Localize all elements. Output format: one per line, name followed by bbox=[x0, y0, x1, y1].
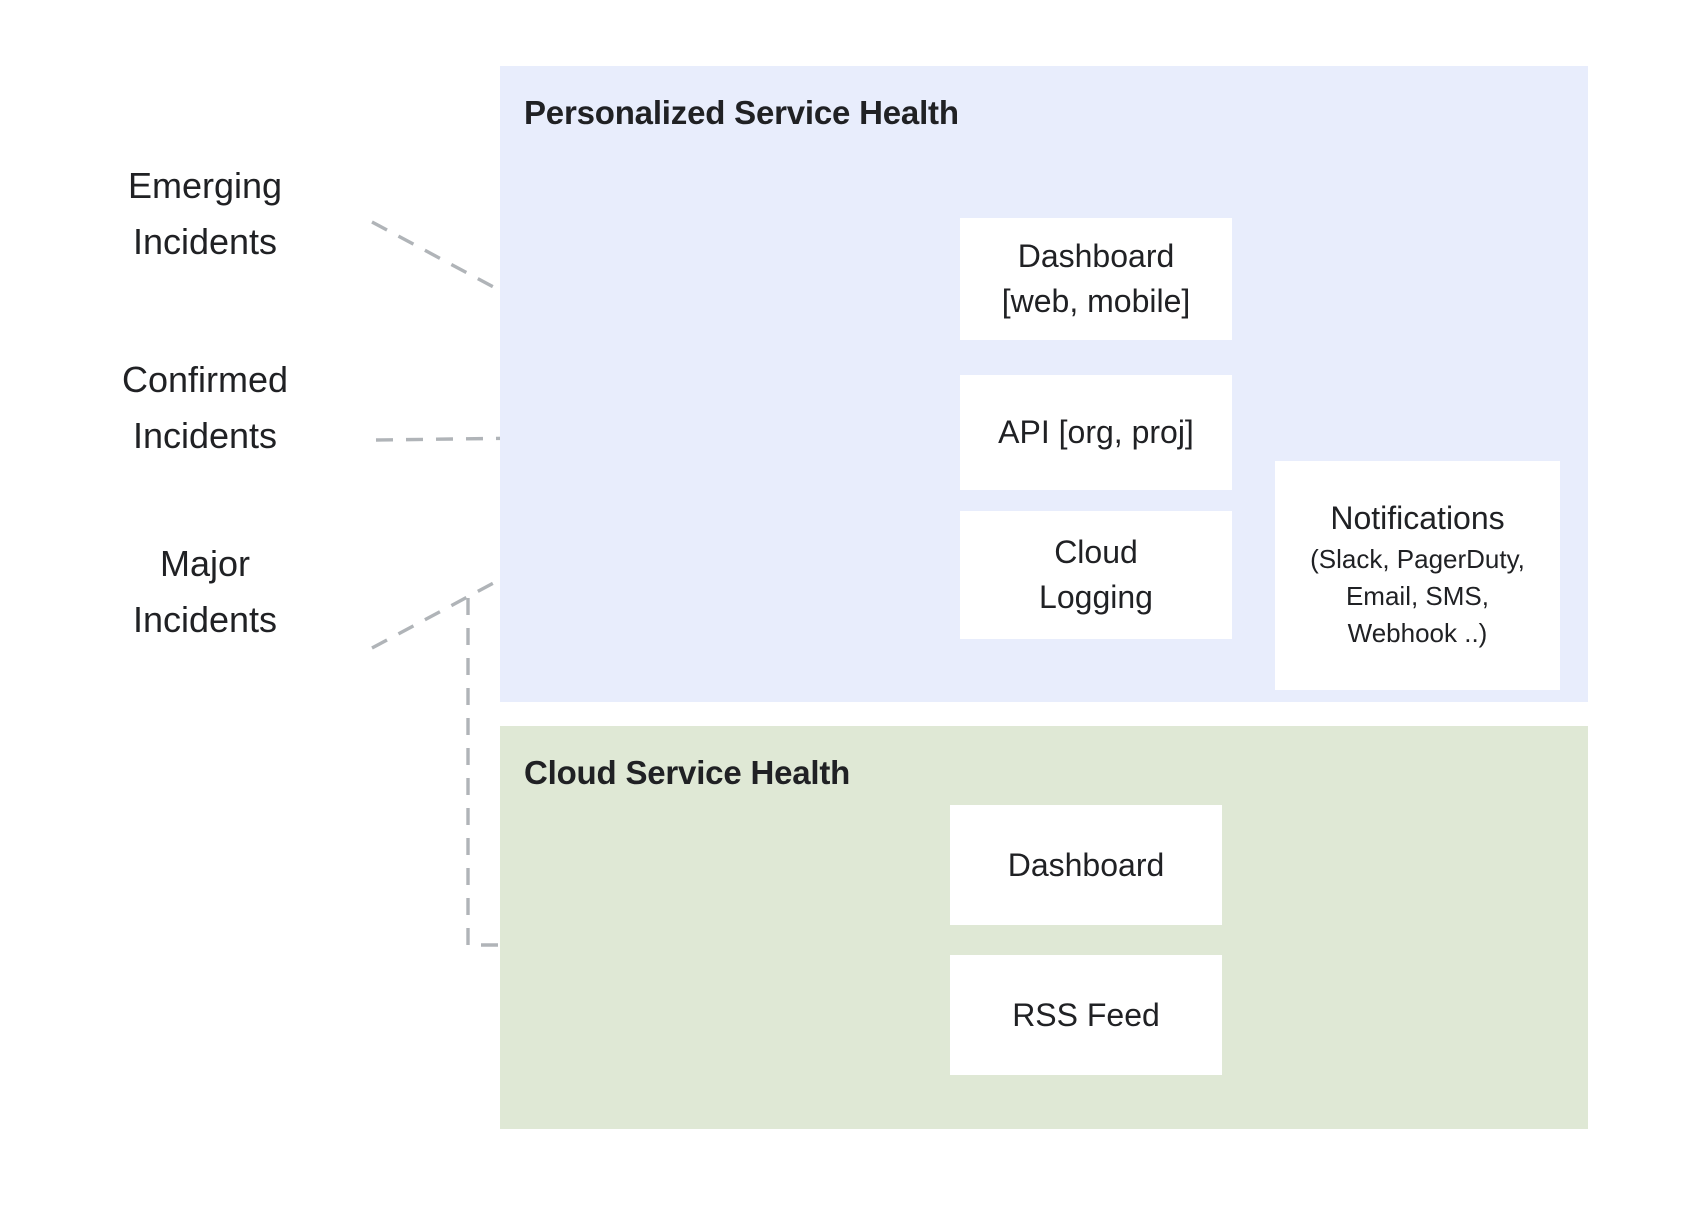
node-notifications[interactable]: Notifications (Slack, PagerDuty, Email, … bbox=[1275, 461, 1560, 690]
node-dashboard-line1: Dashboard bbox=[1017, 237, 1175, 274]
node-dashboard-web-mobile[interactable]: Dashboard [web, mobile] bbox=[960, 218, 1232, 340]
node-cloud-logging-text: Cloud Logging bbox=[1039, 530, 1153, 621]
node-cloud-logging[interactable]: Cloud Logging bbox=[960, 511, 1232, 639]
source-label-emerging-incidents: Emerging Incidents bbox=[127, 165, 283, 262]
node-dashboard-line2: [web, mobile] bbox=[1001, 283, 1191, 319]
node-rss-feed[interactable]: RSS Feed bbox=[950, 955, 1222, 1075]
node-notifications-detail: (Slack, PagerDuty, Email, SMS, Webhook .… bbox=[1310, 544, 1525, 649]
node-rss-feed-label: RSS Feed bbox=[1012, 996, 1160, 1033]
node-notifications-text: Notifications (Slack, PagerDuty, Email, … bbox=[1304, 499, 1531, 652]
node-api-label: API [org, proj] bbox=[998, 413, 1194, 450]
node-cloud-logging-line1: Cloud bbox=[1054, 533, 1138, 570]
source-label-confirmed-incidents: Confirmed Incidents bbox=[121, 359, 289, 456]
panel-title-personalized: Personalized Service Health bbox=[524, 94, 959, 131]
node-notifications-title: Notifications bbox=[1330, 499, 1505, 536]
panel-title-cloud: Cloud Service Health bbox=[524, 754, 851, 791]
node-api-org-proj[interactable]: API [org, proj] bbox=[960, 375, 1232, 490]
source-label-major-incidents: Major Incidents bbox=[132, 543, 278, 640]
node-cloud-dashboard[interactable]: Dashboard bbox=[950, 805, 1222, 925]
node-cloud-dashboard-label: Dashboard bbox=[1007, 846, 1165, 883]
node-cloud-logging-line2: Logging bbox=[1039, 579, 1153, 615]
node-dashboard-text: Dashboard [web, mobile] bbox=[1002, 234, 1191, 325]
